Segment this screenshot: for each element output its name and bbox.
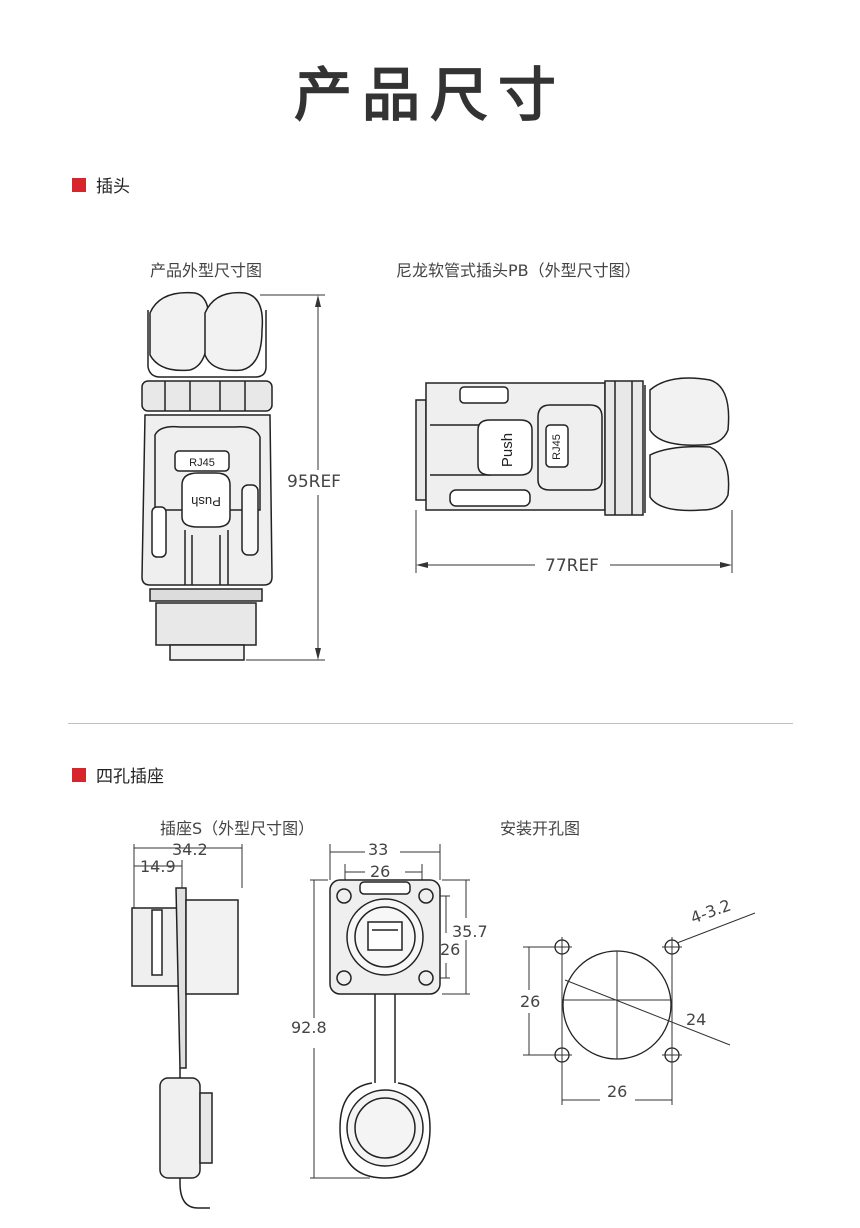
caption-socket-outline: 插座S（外型尺寸图） bbox=[160, 819, 315, 838]
dim-plug-length: 77REF bbox=[545, 556, 599, 576]
dim-side-depth: 34.2 bbox=[172, 840, 208, 859]
section-header-plug: 插头 bbox=[72, 172, 130, 197]
plug-horizontal-drawing: Push RJ45 bbox=[415, 377, 733, 573]
section-marker bbox=[72, 767, 86, 782]
dim-side-flange: 14.9 bbox=[140, 857, 176, 876]
socket-front-drawing bbox=[310, 844, 470, 1179]
plug-vertical-drawing: RJ45 Push bbox=[141, 291, 325, 661]
section-divider bbox=[68, 723, 793, 724]
page-title: 产品尺寸 bbox=[293, 61, 566, 129]
socket-side-drawing bbox=[131, 844, 243, 1209]
dim-total-length: 92.8 bbox=[291, 1018, 327, 1037]
panel-cutout-drawing bbox=[523, 912, 756, 1105]
rj45-mark-v: RJ45 bbox=[189, 457, 215, 469]
section-label: 插头 bbox=[96, 177, 130, 197]
dim-plug-height: 95REF bbox=[287, 472, 341, 492]
caption-plug-pb: 尼龙软管式插头PB（外型尺寸图） bbox=[396, 261, 641, 280]
caption-panel-cutout: 安装开孔图 bbox=[500, 819, 581, 838]
section-marker bbox=[72, 177, 86, 192]
dim-cut-diameter: 24 bbox=[686, 1010, 707, 1029]
dim-cut-pitch-v: 26 bbox=[520, 992, 541, 1011]
rj45-mark-h: RJ45 bbox=[551, 434, 563, 460]
dim-front-hole-pitch: 26 bbox=[370, 862, 391, 881]
dim-cut-pitch-h: 26 bbox=[607, 1082, 628, 1101]
push-mark-h: Push bbox=[499, 433, 516, 467]
section-label: 四孔插座 bbox=[96, 767, 164, 787]
push-mark-v: Push bbox=[191, 494, 221, 509]
dim-front-width: 33 bbox=[368, 840, 389, 859]
dim-front-hole-pitch-v: 26 bbox=[440, 940, 461, 959]
section-header-socket: 四孔插座 bbox=[72, 762, 164, 787]
dim-front-height: 35.7 bbox=[452, 922, 488, 941]
caption-plug-outline: 产品外型尺寸图 bbox=[150, 261, 263, 280]
